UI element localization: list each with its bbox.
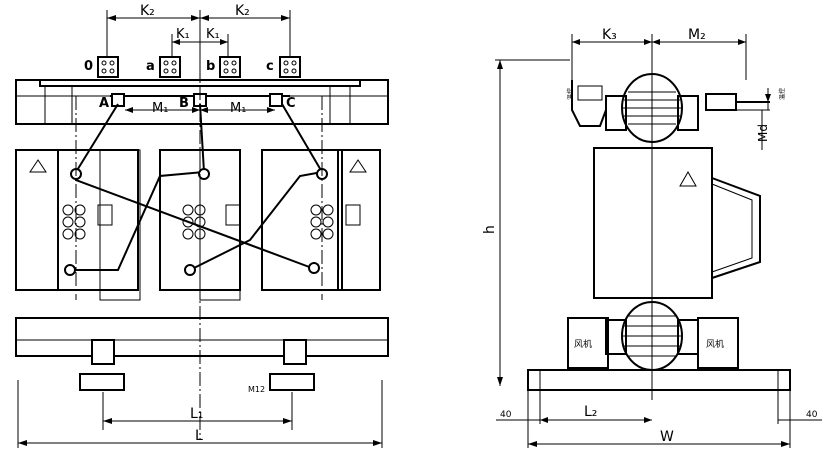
wheel-left [79,339,125,391]
coil-c [261,149,343,291]
h-label: h [482,225,498,234]
side-panel-right [337,149,381,291]
front-view: K₂ K₂ K₁ K₁ 0 a b [15,3,389,448]
small-label-2: 温控 [778,88,786,100]
lower-clamp [15,317,389,357]
base-channel [527,369,791,391]
l-label: L [195,428,203,444]
side-panel-left [15,149,59,291]
terminal-a-label: a [146,59,155,74]
coil-a [57,149,139,291]
phase-a-label: A [99,96,109,111]
fan-right-label: 风机 [706,338,724,350]
k1-left-label: K₁ [176,27,190,42]
terminal-c-label: c [266,59,274,74]
k2-right-label: K₂ [235,3,250,19]
dim-40-left: 40 [500,410,512,420]
m1-left-label: M₁ [152,101,168,116]
m12-label: M12 [248,385,265,394]
md-label: Md [756,124,770,142]
terminal-0-label: 0 [84,59,93,74]
k1-right-label: K₁ [206,27,220,42]
terminal-c: c [266,56,301,78]
fan-left-label: 风机 [574,338,592,350]
l1-label: L₁ [190,406,203,422]
wheel-right: M12 [248,339,315,394]
side-view: K₃ M₂ h 温控 温控 Md [482,27,822,448]
terminal-a: a [146,56,181,78]
fan-right-box [697,317,739,369]
l2-label: L₂ [584,404,597,420]
tap-c [310,204,361,240]
terminal-b: b [206,56,241,78]
k3-label: K₃ [602,27,617,43]
phase-b-label: B [179,96,189,111]
w-label: W [660,429,674,445]
fan-left-box [567,317,609,369]
dim-40-right: 40 [806,410,818,420]
phase-c-label: C [286,96,296,111]
hv-leads [64,103,328,276]
small-label-1: 温控 [566,88,574,100]
tap-a [62,204,113,240]
k2-left-label: K₂ [140,3,155,19]
tap-b [182,204,241,240]
terminal-b-label: b [206,59,215,74]
terminal-0: 0 [84,56,119,78]
core-body [593,147,713,299]
m1-right-label: M₁ [230,101,246,116]
m2-label: M₂ [688,27,706,43]
